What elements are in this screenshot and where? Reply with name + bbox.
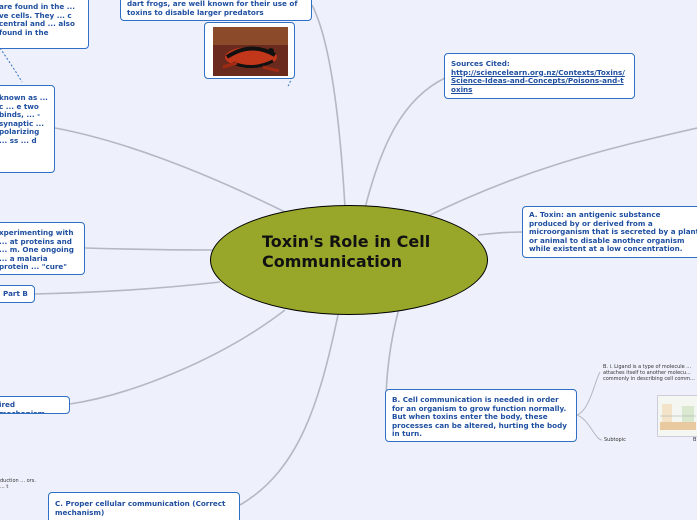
link-part-b (34, 281, 221, 295)
node-top-left-text: are found in the ... ve cells. They ... … (0, 2, 75, 37)
node-frog-toxins[interactable]: dart frogs, are well known for their use… (120, 0, 312, 21)
node-known-as[interactable]: known as ... c ... e two binds, ... -syn… (0, 85, 55, 173)
sources-label: Sources Cited: (451, 59, 510, 68)
subtopic-label: Subtopic (604, 437, 626, 443)
poison-dart-frog-image (213, 27, 288, 76)
node-experimenting[interactable]: xperimenting with ... at proteins and ..… (0, 222, 85, 275)
link-ligand (576, 371, 601, 416)
link-toxin-def (477, 231, 523, 236)
node-experimenting-text: xperimenting with ... at proteins and ..… (0, 228, 74, 274)
node-known-as-text: known as ... c ... e two binds, ... -syn… (0, 93, 48, 145)
node-part-b[interactable]: Part B (0, 285, 35, 303)
node-frog-toxins-text: dart frogs, are well known for their use… (127, 0, 298, 17)
link-proper-comm (239, 314, 339, 506)
node-ired-mechanism[interactable]: ired mechanism (0, 396, 70, 414)
node-proper-communication[interactable]: C. Proper cellular communication (Correc… (48, 492, 240, 520)
node-sources-cited[interactable]: Sources Cited: http://sciencelearn.org.n… (444, 53, 635, 99)
cell-diagram-image (660, 404, 696, 430)
link-dashed-left (0, 47, 23, 83)
node-cell-communication[interactable]: B. Cell communication is needed in order… (385, 389, 577, 442)
link-experimenting (84, 247, 213, 251)
link-known-as (54, 127, 286, 213)
node-cell-communication-text: B. Cell communication is needed in order… (392, 395, 567, 439)
cell-diagram-thumbnail[interactable] (657, 395, 697, 437)
node-proper-communication-text: C. Proper cellular communication (Correc… (55, 499, 226, 517)
central-topic[interactable] (210, 205, 488, 315)
node-toxin-definition-text: A. Toxin: an antigenic substance produce… (529, 210, 697, 254)
bottom-left-note: duction ... ors. ... t (0, 478, 36, 490)
central-topic-title: Toxin's Role in Cell Communication (262, 232, 431, 271)
link-subtopic (576, 414, 603, 441)
sources-link[interactable]: http://sciencelearn.org.nz/Contexts/Toxi… (451, 67, 625, 94)
ligand-note: B. i. Ligand is a type of molecule ... a… (603, 364, 695, 382)
link-sources (364, 77, 446, 209)
link-frog (311, 4, 346, 209)
frog-image[interactable] (204, 22, 295, 79)
b-label: B (693, 437, 697, 443)
node-top-left[interactable]: are found in the ... ve cells. They ... … (0, 0, 89, 49)
node-part-b-text: Part B (3, 289, 28, 298)
node-toxin-definition[interactable]: A. Toxin: an antigenic substance produce… (522, 206, 697, 258)
link-ired (69, 309, 286, 405)
link-top-right (419, 127, 697, 221)
node-ired-mechanism-text: ired mechanism (0, 400, 45, 414)
